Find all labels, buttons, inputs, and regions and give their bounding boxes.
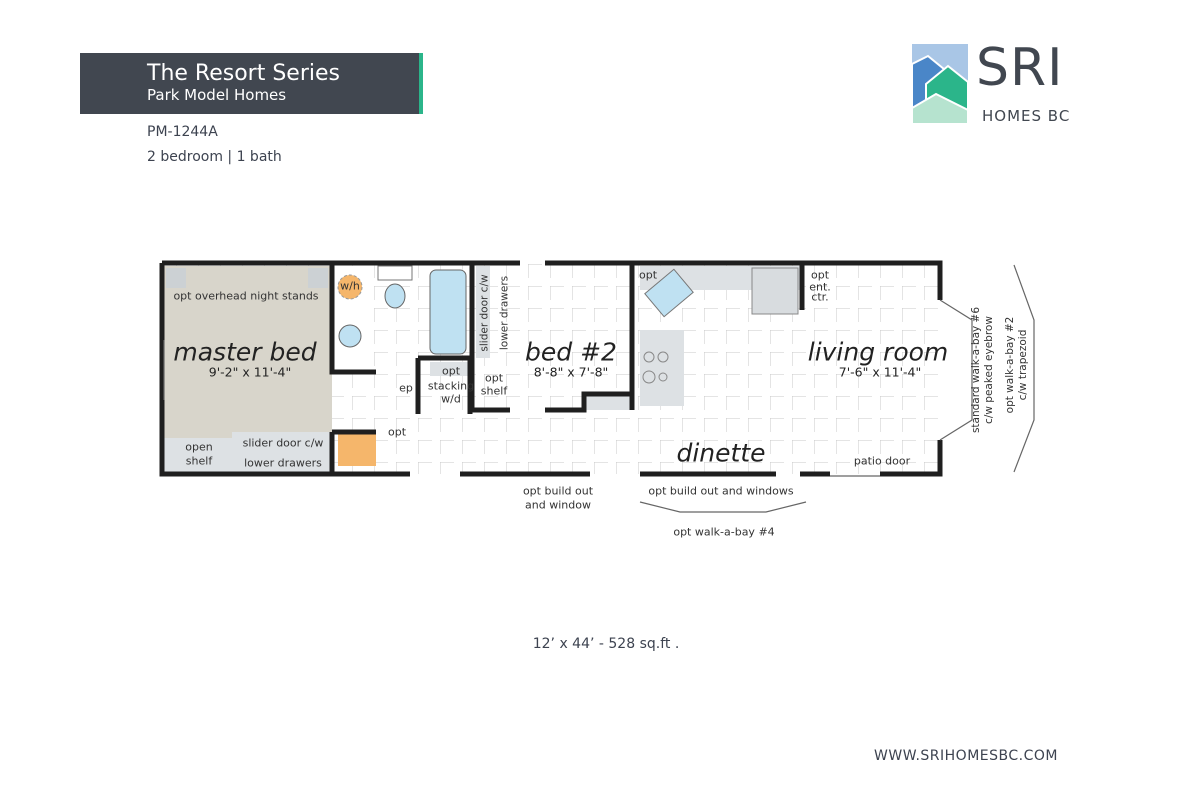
toilet-icon [384,283,406,309]
stacking-label: stacking [427,379,475,393]
hall-opt-label: opt [387,425,407,439]
ent-ctr-label-3: ctr. [811,290,829,304]
logo-text: SRI [976,38,1064,98]
walk-a-bay-6-line1: standard walk-a-bay #6 [970,306,982,434]
living-room-label: living room [807,337,949,367]
slider-door-label: slider door c/w [242,436,324,450]
walk-a-bay-2-line2: c/w trapezoid [1017,329,1029,401]
room-count: 2 bedroom | 1 bath [147,149,282,165]
fridge-icon [751,267,799,315]
model-code: PM-1244A [147,124,218,140]
water-heater-label: w/h [340,279,360,293]
build-out-label: opt build out [522,484,594,498]
ep-label: ep [399,381,413,395]
stacking-opt-label: opt [441,364,461,378]
washer-dryer-label: w/d [441,392,461,406]
master-bed-label: master bed [173,337,317,367]
opt-shelf-label: opt [484,371,504,385]
lower-drawers-label: lower drawers [244,456,322,470]
furnace-icon [338,432,376,466]
walk-a-bay-2-line1: opt walk-a-bay #2 [1004,316,1016,414]
bed2-dims: 8'-8" x 7'-8" [533,364,609,380]
ent-ctr-label-2: ent. [809,280,831,294]
build-out-label-2: and window [525,498,591,512]
series-banner: The Resort Series Park Model Homes [80,53,423,114]
logo-house-icon [911,44,969,125]
size-label: 12’ x 44’ - 528 sq.ft . [532,636,680,652]
bathtub-icon [429,269,467,355]
sri-logo: SRI HOMES BC [911,38,1072,130]
kitchen-sink-icon [644,268,694,318]
ent-ctr-label: opt [810,268,830,282]
walls [159,260,943,477]
sink-icon [338,324,362,348]
bed2-drawers-label: lower drawers [498,275,511,351]
walk-a-bay-6-line2: c/w peaked eyebrow [983,316,995,424]
series-subtitle: Park Model Homes [147,86,287,104]
water-heater-icon [337,274,363,300]
kitchen-opt-label: opt [638,268,658,282]
master-bed-dims: 9'-2" x 11'-4" [208,364,292,380]
patio-door-label: patio door [853,454,911,468]
website-link[interactable]: WWW.SRIHOMESBC.COM [874,748,1058,764]
night-stands-label: opt overhead night stands [173,289,319,303]
living-room-dims: 7'-6" x 11'-4" [838,364,922,380]
open-shelf-label-2: shelf [185,454,213,468]
opt-shelf-label-2: shelf [480,384,508,398]
build-out-windows-label: opt build out and windows [648,484,794,498]
range-icon [642,351,669,384]
open-shelf-label: open [185,440,213,454]
dinette-label: dinette [676,438,766,468]
logo-subtext: HOMES BC [982,107,1071,125]
walk-a-bay-4-label: opt walk-a-bay #4 [673,525,775,539]
series-title: The Resort Series [147,61,340,86]
bed2-slider-label: slider door c/w [478,274,491,352]
bed2-label: bed #2 [525,337,617,367]
